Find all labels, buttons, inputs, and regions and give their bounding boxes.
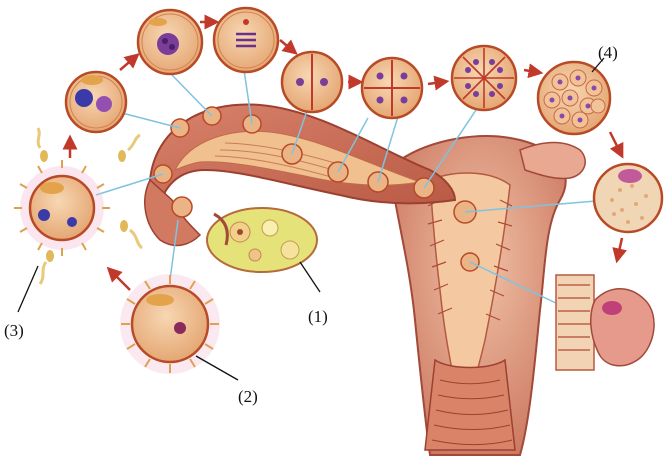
cell-blastocyst	[592, 162, 664, 234]
cell-two-cell	[280, 50, 344, 114]
cell-four-cell	[360, 56, 424, 120]
cell-eight-cell	[450, 44, 518, 112]
label-fertilization: (3)	[4, 321, 24, 340]
cell-fertilization	[14, 127, 143, 285]
label-blastocyst: (4)	[598, 43, 618, 62]
label-egg: (2)	[238, 387, 258, 406]
callout-lines	[17, 57, 605, 381]
cell-zygote	[64, 70, 128, 134]
cell-egg	[120, 274, 220, 374]
pointer-lines	[95, 69, 609, 306]
uterus	[393, 135, 586, 456]
flow-arrows	[62, 14, 627, 291]
implantation-site	[555, 274, 655, 371]
cell-metaphase	[212, 6, 280, 74]
ovary	[206, 207, 318, 273]
cell-morula	[536, 60, 612, 136]
label-ovary: (1)	[308, 307, 328, 326]
cell-pronuclei	[136, 8, 204, 76]
